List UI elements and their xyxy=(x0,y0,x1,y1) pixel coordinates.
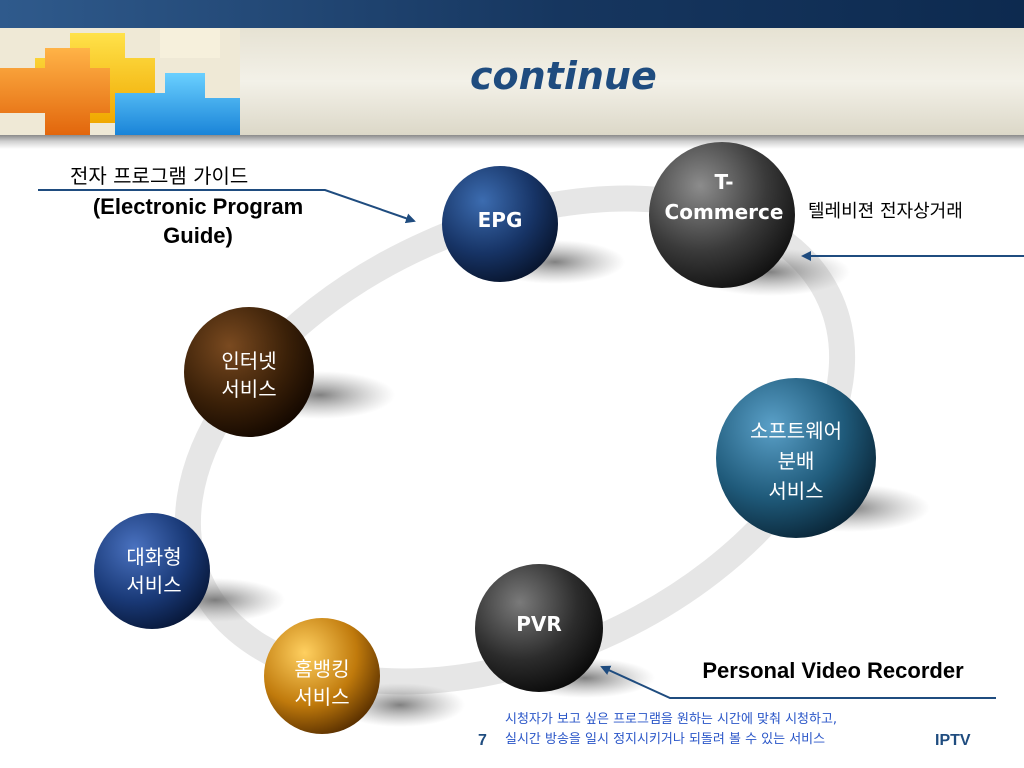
pvr-pointer-line xyxy=(600,665,996,699)
node-label-pvr: PVR xyxy=(516,612,562,636)
node-label-interactive: 대화형 서비스 xyxy=(126,545,182,597)
node-pvr xyxy=(475,564,603,692)
epg-pointer-line xyxy=(38,189,416,224)
node-label-tcommerce: T- Commerce xyxy=(664,170,784,224)
node-label-software: 소프트웨어 분배 서비스 xyxy=(750,419,842,503)
tcommerce-korean-label: 텔레비젼 전자상거래 xyxy=(808,201,963,222)
node-homebanking xyxy=(264,618,380,734)
header-shadow xyxy=(0,135,1024,149)
top-bar xyxy=(0,0,1024,28)
node-tcommerce xyxy=(649,142,795,288)
node-label-epg: EPG xyxy=(477,208,523,232)
node-epg xyxy=(442,166,558,282)
node-software xyxy=(716,378,876,538)
epg-english-label: (Electronic Program Guide) xyxy=(92,194,304,248)
pvr-description: 시청자가 보고 싶은 프로그램을 원하는 시간에 맞춰 시청하고, 실시간 방송… xyxy=(505,712,838,747)
puzzle-blocks-image xyxy=(0,28,240,135)
brand-label: IPTV xyxy=(935,732,971,749)
pvr-english-label: Personal Video Recorder xyxy=(702,658,964,683)
node-label-internet: 인터넷 서비스 xyxy=(221,349,277,401)
page-number: 7 xyxy=(478,732,487,749)
node-label-homebanking: 홈뱅킹 서비스 xyxy=(294,657,350,709)
node-interactive xyxy=(94,513,210,629)
node-internet xyxy=(184,307,314,437)
slide-title: continue xyxy=(470,54,657,98)
epg-korean-label: 전자 프로그램 가이드 xyxy=(70,164,249,188)
